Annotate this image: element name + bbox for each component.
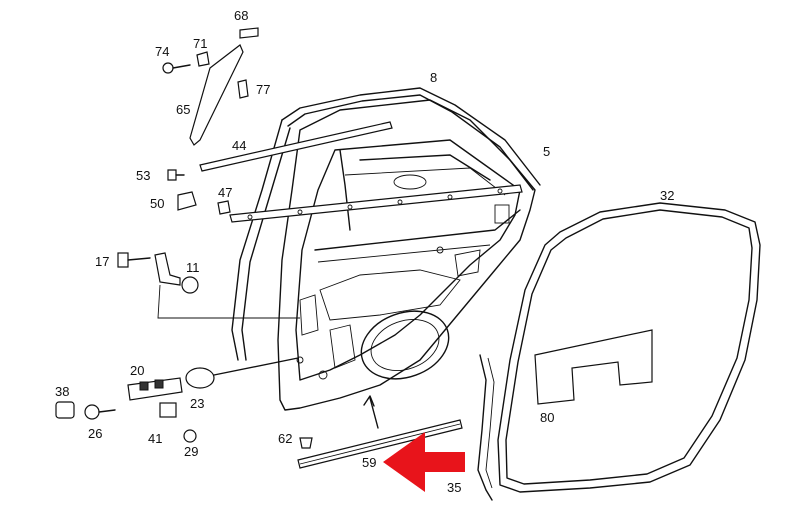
part-35-seal-inner (485, 357, 495, 489)
part-59-sill-strip (297, 419, 463, 469)
part-62-plug (299, 437, 313, 449)
part-38-cap (55, 401, 75, 419)
part-41-clip (159, 402, 177, 418)
door-weatherstrip (497, 202, 761, 493)
label-50: 50 (150, 196, 164, 211)
assembly-arrow-head (363, 395, 375, 407)
part-20-lock (127, 377, 183, 401)
label-65: 65 (176, 102, 190, 117)
part-47-clip (217, 200, 231, 215)
label-68: 68 (234, 8, 248, 23)
label-77: 77 (256, 82, 270, 97)
part-17-bolt (117, 252, 151, 268)
label-41: 41 (148, 431, 162, 446)
part-35-seal (477, 354, 493, 501)
label-8: 8 (430, 70, 437, 85)
label-20: 20 (130, 363, 144, 378)
part-53-pin (167, 169, 185, 181)
label-44: 44 (232, 138, 246, 153)
part-23-cylinder (185, 357, 299, 389)
part-68-clip (239, 27, 259, 39)
highlight-arrow (383, 432, 465, 492)
belt-strip (199, 121, 523, 223)
sound-panel (534, 329, 653, 405)
part-29-screw (183, 429, 197, 443)
window-seal (231, 87, 541, 361)
part-11-nut (181, 276, 199, 294)
label-26: 26 (88, 426, 102, 441)
part-71-clip (196, 51, 210, 67)
label-80: 80 (540, 410, 554, 425)
label-23: 23 (190, 396, 204, 411)
label-71: 71 (193, 36, 207, 51)
pillar-trim (189, 44, 244, 146)
label-5: 5 (543, 144, 550, 159)
part-74-screw (162, 62, 191, 74)
label-59: 59 (362, 455, 376, 470)
label-17: 17 (95, 254, 109, 269)
label-74: 74 (155, 44, 169, 59)
hinge-leader (157, 284, 300, 319)
assembly-arrow (369, 397, 379, 429)
label-53: 53 (136, 168, 150, 183)
label-32: 32 (660, 188, 674, 203)
part-50-bracket (177, 191, 197, 211)
label-47: 47 (218, 185, 232, 200)
label-11: 11 (186, 260, 200, 275)
label-38: 38 (55, 384, 69, 399)
label-35: 35 (447, 480, 461, 495)
hinge (154, 252, 181, 286)
label-62: 62 (278, 431, 292, 446)
part-77-clip (237, 79, 249, 99)
door-shell (277, 99, 536, 411)
part-26-screw (84, 404, 116, 420)
label-29: 29 (184, 444, 198, 459)
